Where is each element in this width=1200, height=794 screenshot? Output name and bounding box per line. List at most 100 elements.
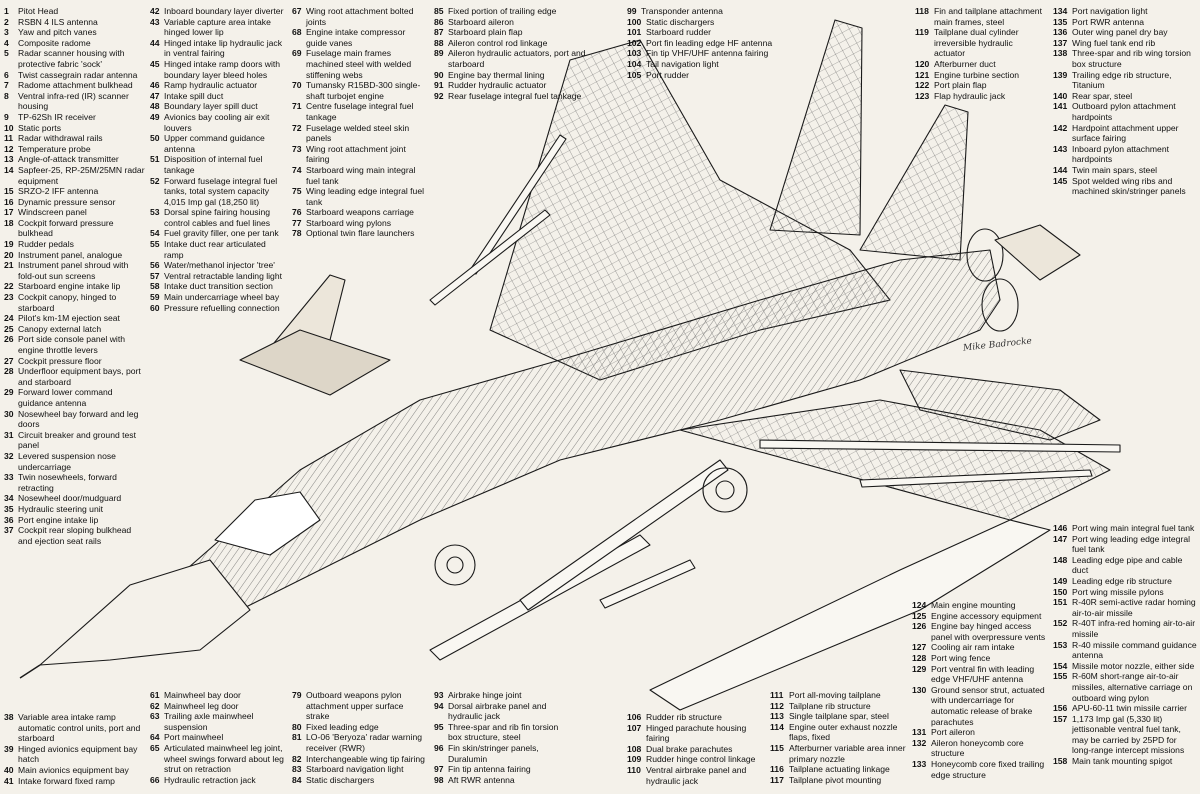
legend-number: 117 (770, 774, 784, 785)
legend-number: 17 (4, 207, 14, 218)
legend-text: Avionics bay cooling air exit louvers (164, 111, 270, 133)
underwing-missile-2 (859, 469, 1093, 488)
legend-number: 1 (4, 6, 9, 16)
legend-text: Engine turbine section (934, 69, 1020, 80)
legend-number: 152 (1053, 618, 1068, 629)
legend-number: 153 (1053, 639, 1068, 650)
legend-text: Nosewheel bay forward and leg doors (18, 408, 139, 430)
wing-missile-upper-2 (429, 209, 551, 306)
legend-number: 33 (4, 472, 14, 483)
port-fin (859, 104, 969, 261)
engine-nozzle-starboard (966, 228, 1004, 282)
legend-text: Canopy external latch (18, 323, 102, 334)
legend-number: 72 (292, 122, 302, 133)
legend-text: Spot welded wing ribs and machined skin/… (1072, 175, 1186, 197)
legend-text: Starboard weapons carriage (306, 207, 414, 218)
legend-number: 78 (292, 228, 302, 239)
legend-number: 12 (4, 143, 14, 154)
legend-number: 19 (4, 239, 14, 250)
legend-number: 118 (915, 6, 929, 16)
missile-r40 (429, 534, 651, 661)
legend-number: 29 (4, 387, 14, 398)
legend-text: Port wing missile pylons (1072, 586, 1164, 597)
legend-number: 30 (4, 408, 14, 419)
legend-number: 127 (912, 642, 927, 653)
legend-number: 47 (150, 90, 160, 101)
legend-item: 61 Mainwheel bay door (150, 690, 290, 701)
legend-text: Fin tip VHF/UHF antenna fairing (646, 48, 769, 59)
legend-text: Dorsal spine fairing housing control cab… (164, 207, 271, 228)
legend-text: Starboard plain flap (448, 27, 523, 38)
legend-number: 133 (912, 758, 927, 769)
legend-text: Rudder pedals (18, 239, 74, 250)
legend-text: Fixed portion of trailing edge (448, 6, 557, 16)
legend-number: 60 (150, 302, 160, 313)
legend-text: RSBN 4 ILS antenna (18, 16, 98, 27)
legend-number: 130 (912, 684, 927, 695)
legend-text: Variable area intake ramp automatic cont… (18, 712, 141, 744)
legend-text: Starboard aileron (448, 16, 514, 27)
legend-number: 89 (434, 48, 444, 59)
detached-panel (994, 224, 1081, 281)
legend-number: 92 (434, 90, 444, 101)
legend-number: 73 (292, 143, 302, 154)
legend-text: Cockpit canopy, hinged to starboard (18, 292, 117, 313)
legend-number: 146 (1053, 523, 1068, 533)
legend-text: Ventral retractable landing light (164, 270, 283, 281)
legend-number: 141 (1053, 101, 1068, 112)
legend-number: 84 (292, 774, 302, 785)
legend-number: 64 (150, 732, 160, 743)
legend-text: Dorsal airbrake panel and hydraulic jack (448, 700, 547, 722)
legend-text: Composite radome (18, 37, 91, 48)
legend-text: Circuit breaker and ground test panel (18, 429, 136, 451)
legend-text: Leading edge pipe and cable duct (1072, 554, 1183, 576)
legend-text: Forward lower command guidance antenna (18, 387, 113, 408)
legend-number: 61 (150, 690, 160, 700)
missile-r60 (599, 559, 696, 609)
legend-number: 124 (912, 600, 927, 610)
legend-number: 15 (4, 186, 14, 197)
legend-text: Mainwheel bay door (164, 690, 241, 700)
legend-text: Twin main spars, steel (1072, 164, 1158, 175)
legend-number: 109 (627, 754, 642, 765)
legend-number: 48 (150, 101, 160, 112)
legend-number: 36 (4, 514, 14, 525)
legend-text: Engine outer exhaust nozzle flaps, fixed (789, 721, 898, 743)
legend-text: Dynamic pressure sensor (18, 196, 116, 207)
legend-text: Wing root attachment joint fairing (306, 143, 406, 165)
legend-text: Levered suspension nose undercarriage (18, 450, 116, 472)
